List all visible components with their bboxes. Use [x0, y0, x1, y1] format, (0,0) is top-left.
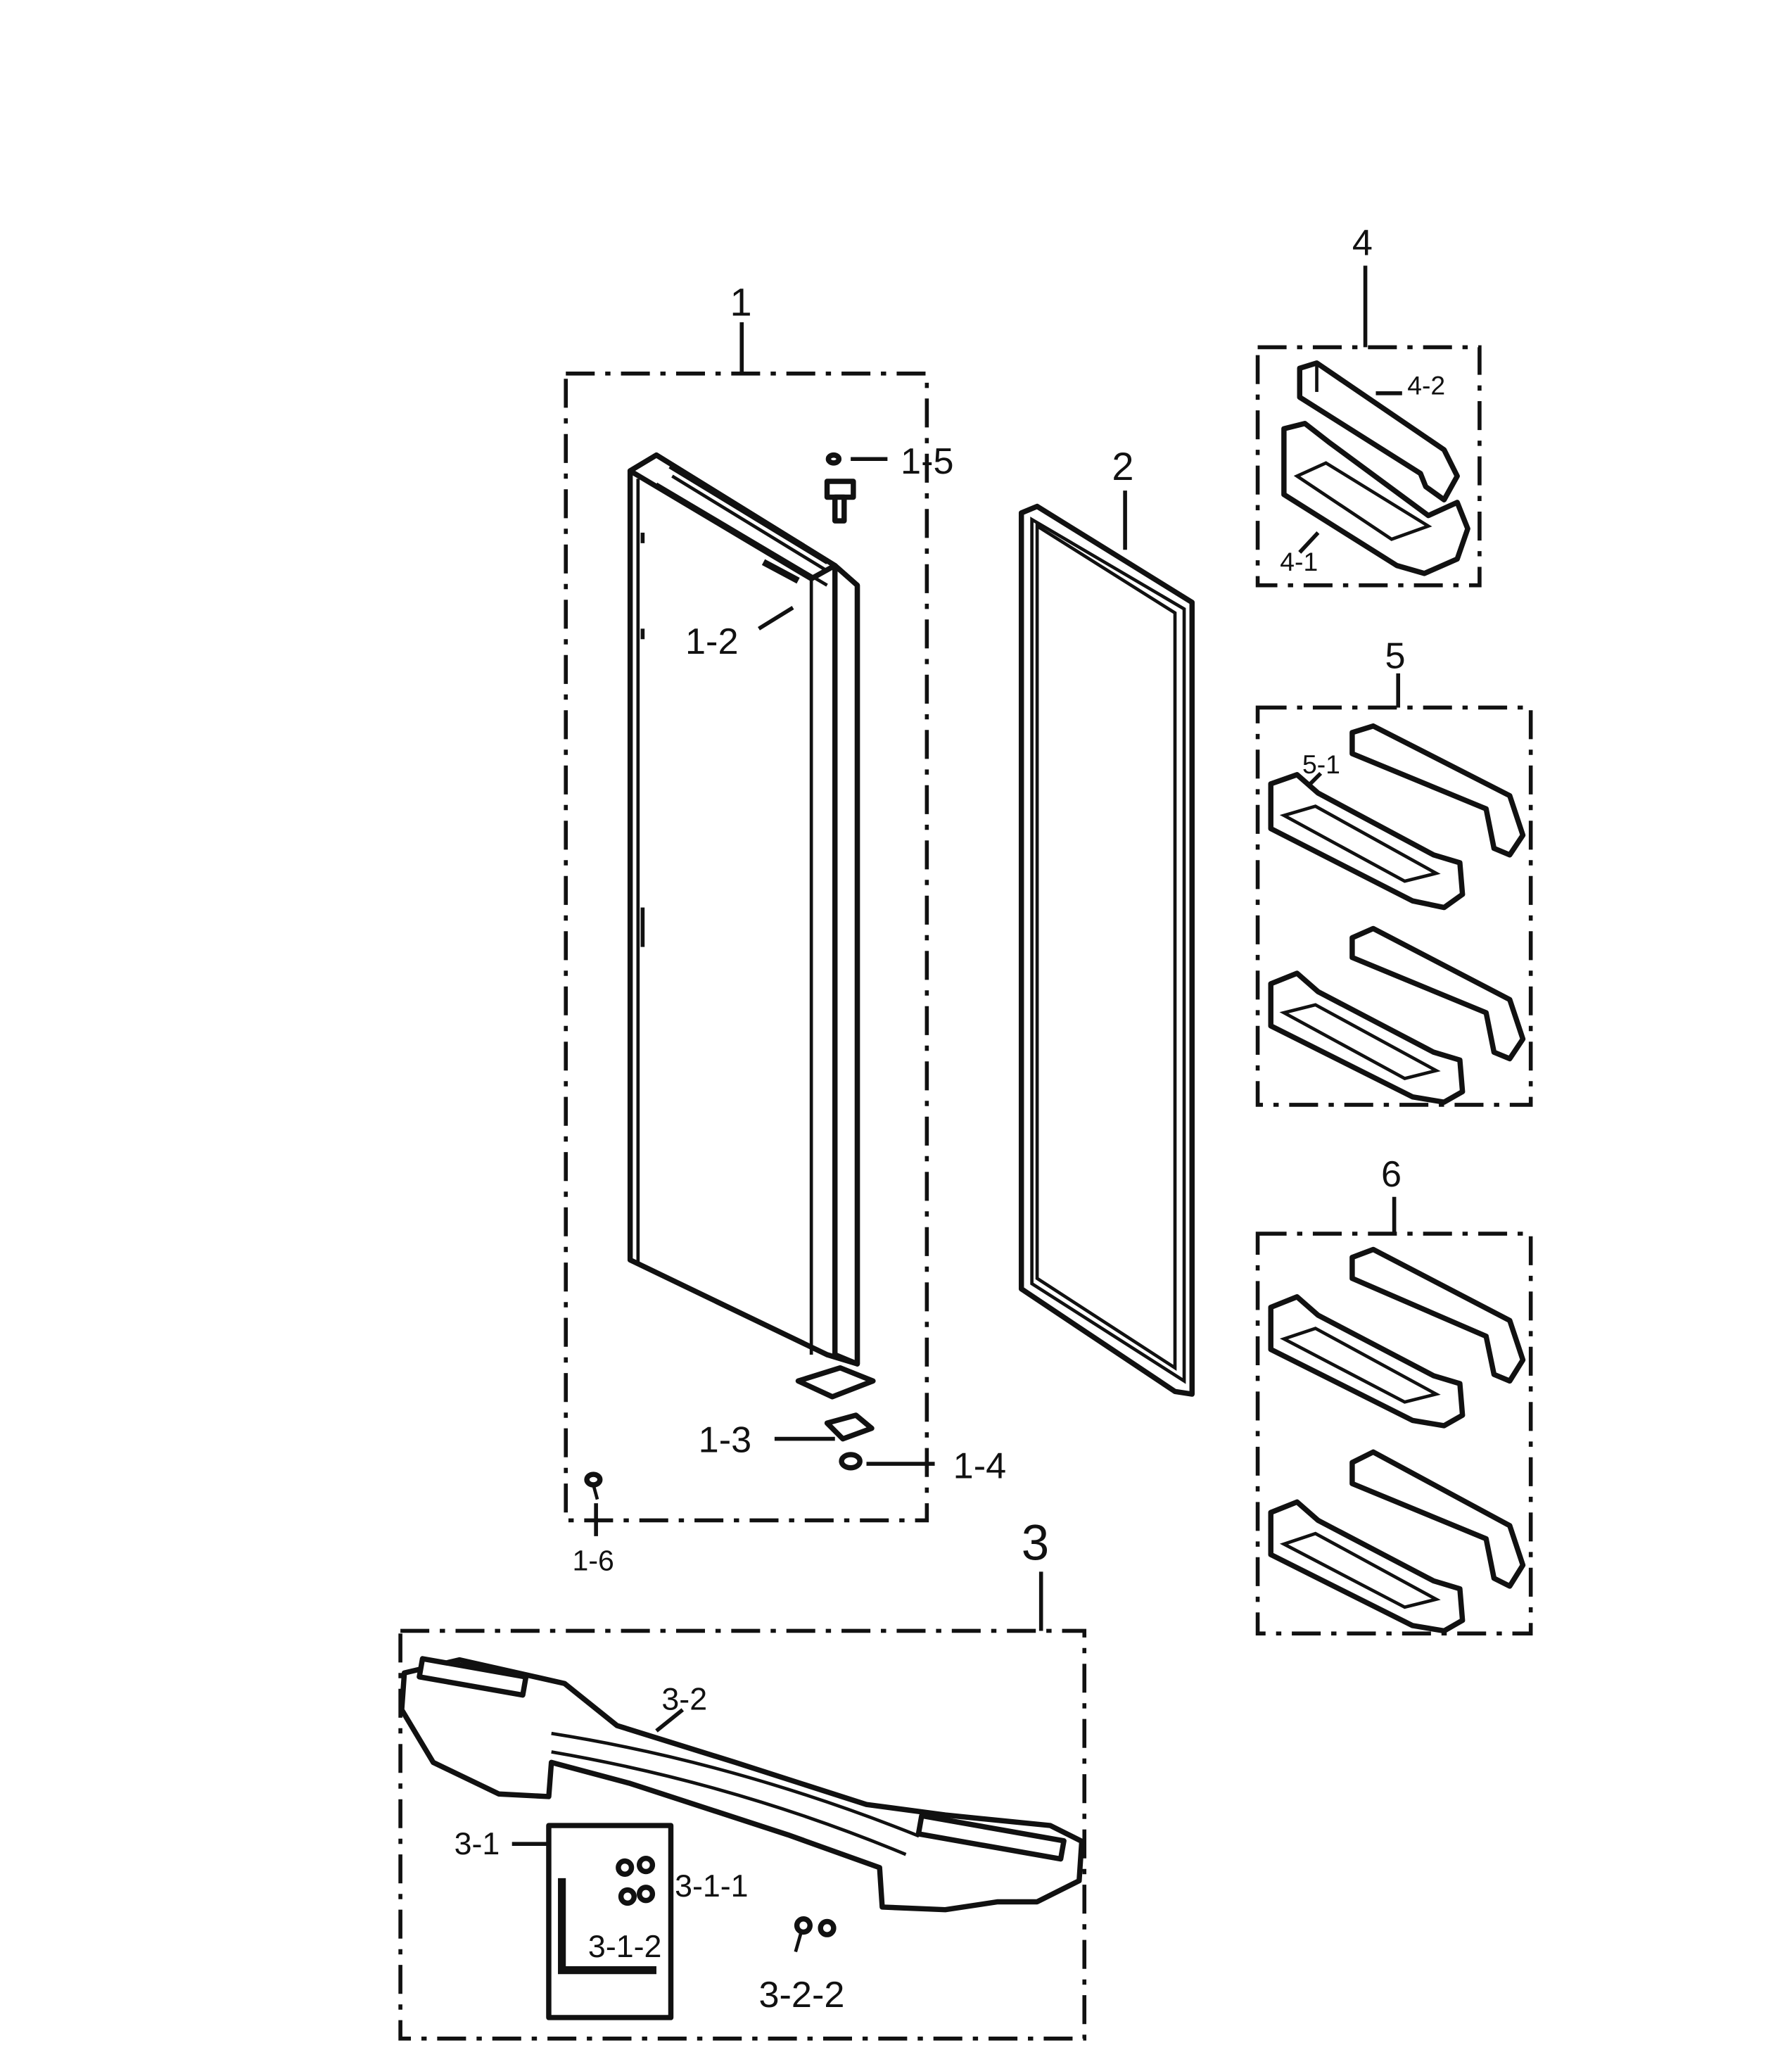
callout-1-5: 1-5: [901, 441, 953, 482]
callout-2: 2: [1112, 444, 1133, 488]
door-panel: [627, 452, 860, 1367]
callout-3-2-2: 3-2-2: [759, 1975, 845, 2015]
group-6-door-bins: 6: [1255, 1154, 1533, 1636]
group-3-handle-assembly: 3 3-2 3-1 3-1-1 3-1-2 3-2-2: [398, 1515, 1087, 2041]
group-1-boundary: [564, 371, 929, 1523]
callout-1-6: 1-6: [573, 1544, 614, 1576]
callout-1: 1: [730, 280, 751, 324]
screw-1-6: [584, 1471, 603, 1500]
callout-6: 6: [1381, 1154, 1402, 1195]
group-4-door-guard: 4 4-2 4-1: [1255, 223, 1482, 588]
group-5-boundary: [1255, 705, 1533, 1107]
group-2-door-gasket: 2: [1018, 444, 1195, 1397]
callout-1-4: 1-4: [953, 1446, 1006, 1487]
screws-3-2-2: [794, 1916, 837, 1953]
guard-cover: [1297, 360, 1460, 502]
group-3-boundary: [398, 1628, 1087, 2041]
callout-4-2: 4-2: [1407, 371, 1445, 400]
callout-3: 3: [1022, 1515, 1049, 1571]
handle-bar: [399, 1656, 1085, 1913]
guard-tray: [1281, 421, 1470, 576]
callout-3-2: 3-2: [661, 1682, 707, 1717]
bottom-hinge: [795, 1365, 876, 1471]
callout-3-1-2: 3-1-2: [588, 1929, 661, 1964]
bin-lower: [1268, 925, 1526, 1105]
callout-5-1: 5-1: [1302, 749, 1340, 779]
callout-4-1: 4-1: [1280, 547, 1318, 576]
hinge-pin-top: [824, 452, 856, 524]
group-5-door-bins: 5 5-1: [1255, 635, 1533, 1107]
callout-1-3: 1-3: [699, 1419, 751, 1460]
bin-upper: [1268, 723, 1526, 911]
group-1-door-assembly: 1 1-5 1-2: [564, 280, 1006, 1577]
group-6-boundary: [1255, 1232, 1533, 1636]
callout-3-1-1: 3-1-1: [675, 1868, 748, 1904]
callout-3-1: 3-1: [455, 1826, 500, 1861]
bin-6-lower: [1268, 1449, 1526, 1634]
group-4-boundary: [1255, 345, 1482, 588]
hardware-kit: [546, 1823, 674, 2020]
callout-5: 5: [1385, 635, 1406, 676]
callout-4: 4: [1352, 223, 1373, 264]
bin-6-upper: [1268, 1246, 1526, 1429]
callout-1-2: 1-2: [685, 621, 738, 662]
